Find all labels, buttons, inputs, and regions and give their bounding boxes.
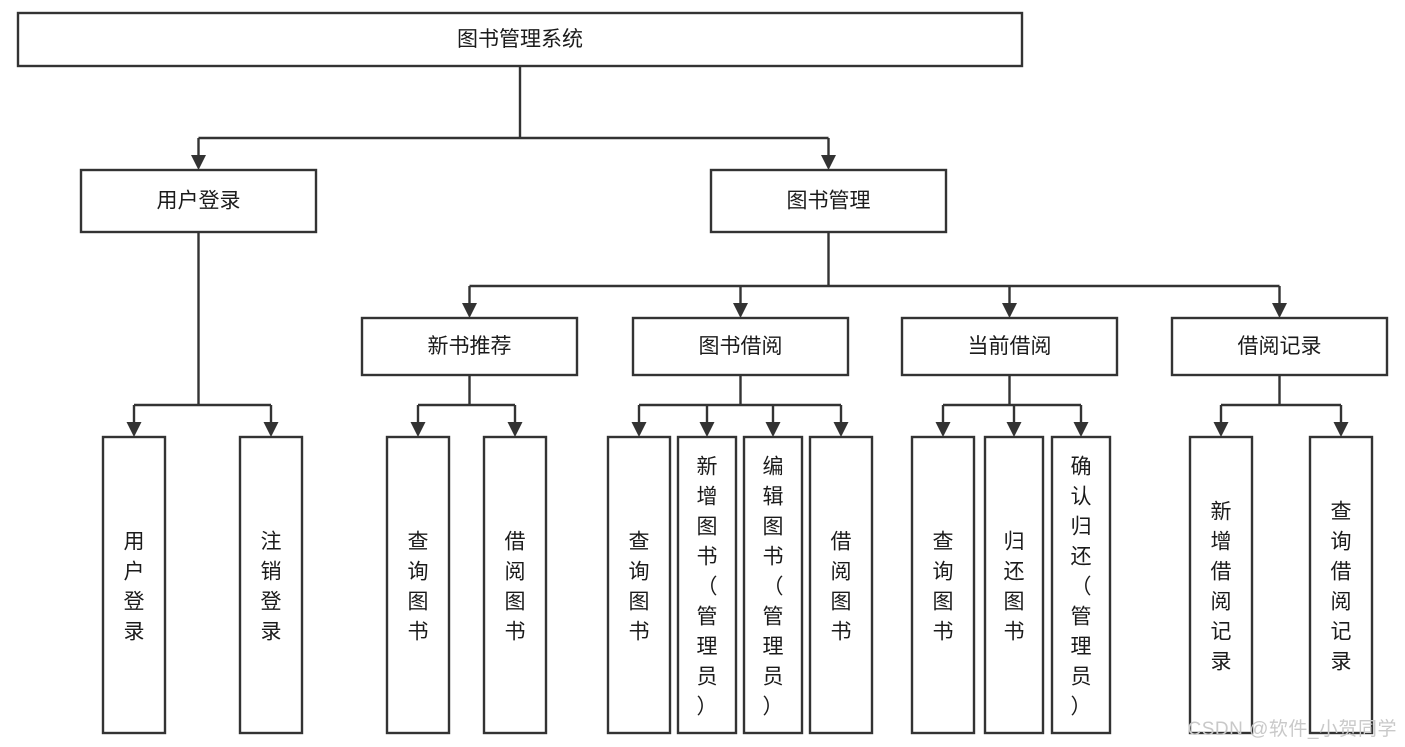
node-box-leaf-query-book-recommend [385,435,451,735]
node-label-current-borrow: 当前借阅 [968,335,1052,358]
arrow-head-icon [765,422,781,437]
node-box-user-login [79,168,318,234]
node-leaf-add-borrow-record[interactable]: 新增借阅记录 [1188,435,1254,735]
node-label-leaf-add-book: 新增图书（管理员） [697,455,718,718]
node-label-leaf-query-borrow-record: 查询借阅记录 [1331,500,1352,673]
node-leaf-return-book[interactable]: 归还图书 [983,435,1045,735]
node-box-leaf-query-book-borrow [606,435,672,735]
node-label-new-book-recommend: 新书推荐 [428,335,512,358]
node-label-leaf-borrow-book: 借阅图书 [831,530,852,643]
node-leaf-query-book-recommend[interactable]: 查询图书 [385,435,451,735]
node-box-leaf-edit-book [742,435,804,735]
node-box-new-book-recommend [360,316,579,377]
node-box-leaf-return-book [983,435,1045,735]
node-box-borrow-records [1170,316,1389,377]
node-box-current-borrow [900,316,1119,377]
node-leaf-add-book[interactable]: 新增图书（管理员） [676,435,738,735]
node-box-leaf-add-book [676,435,738,735]
node-label-leaf-borrow-book-recommend: 借阅图书 [505,530,526,643]
node-leaf-user-login[interactable]: 用户登录 [101,435,167,735]
node-label-book-borrow: 图书借阅 [699,335,783,358]
node-leaf-borrow-book-recommend[interactable]: 借阅图书 [482,435,548,735]
node-leaf-query-book-borrow[interactable]: 查询图书 [606,435,672,735]
node-book-borrow[interactable]: 图书借阅 [631,316,850,377]
node-box-leaf-user-login [101,435,167,735]
arrow-head-icon [733,303,748,318]
node-label-book-management: 图书管理 [787,190,871,213]
arrow-head-icon [821,155,836,170]
node-book-management[interactable]: 图书管理 [709,168,948,234]
arrow-head-icon [263,422,279,437]
node-label-leaf-query-book-borrow: 查询图书 [629,530,650,643]
node-leaf-query-borrow-record[interactable]: 查询借阅记录 [1308,435,1374,735]
arrow-head-icon [699,422,715,437]
node-box-book-borrow [631,316,850,377]
node-box-leaf-add-borrow-record [1188,435,1254,735]
node-leaf-query-book-current[interactable]: 查询图书 [910,435,976,735]
arrow-head-icon [507,422,523,437]
node-box-root [16,11,1024,68]
node-leaf-logout[interactable]: 注销登录 [238,435,304,735]
node-label-leaf-edit-book: 编辑图书（管理员） [763,455,784,718]
node-leaf-confirm-return[interactable]: 确认归还（管理员） [1050,435,1112,735]
arrow-head-icon [631,422,647,437]
arrow-head-icon [126,422,142,437]
watermark-text: CSDN @软件_小贺同学 [1187,719,1397,740]
node-box-leaf-logout [238,435,304,735]
node-label-borrow-records: 借阅记录 [1238,335,1322,358]
node-layer: 图书管理系统用户登录图书管理新书推荐图书借阅当前借阅借阅记录用户登录注销登录查询… [16,11,1389,735]
arrow-head-icon [833,422,849,437]
arrow-head-icon [935,422,951,437]
node-label-leaf-confirm-return: 确认归还（管理员） [1071,455,1092,718]
node-user-login[interactable]: 用户登录 [79,168,318,234]
arrow-head-icon [1272,303,1287,318]
node-label-leaf-logout: 注销登录 [261,530,282,643]
arrow-head-icon [191,155,206,170]
node-label-leaf-query-book-current: 查询图书 [933,530,954,643]
edge-layer [126,66,1349,437]
arrow-head-icon [1333,422,1349,437]
node-label-leaf-user-login: 用户登录 [124,530,145,643]
node-borrow-records[interactable]: 借阅记录 [1170,316,1389,377]
node-leaf-borrow-book[interactable]: 借阅图书 [808,435,874,735]
arrow-head-icon [462,303,477,318]
node-box-leaf-borrow-book-recommend [482,435,548,735]
arrow-head-icon [1006,422,1022,437]
arrow-head-icon [410,422,426,437]
node-label-leaf-query-book-recommend: 查询图书 [408,530,429,643]
node-box-leaf-confirm-return [1050,435,1112,735]
node-leaf-edit-book[interactable]: 编辑图书（管理员） [742,435,804,735]
arrow-head-icon [1002,303,1017,318]
node-root[interactable]: 图书管理系统 [16,11,1024,68]
node-label-leaf-add-borrow-record: 新增借阅记录 [1211,500,1232,673]
node-label-leaf-return-book: 归还图书 [1004,530,1025,643]
node-box-leaf-query-borrow-record [1308,435,1374,735]
node-current-borrow[interactable]: 当前借阅 [900,316,1119,377]
node-box-book-management [709,168,948,234]
arrow-head-icon [1213,422,1229,437]
node-box-leaf-borrow-book [808,435,874,735]
node-box-leaf-query-book-current [910,435,976,735]
node-label-root: 图书管理系统 [457,28,583,51]
arrow-head-icon [1073,422,1089,437]
node-label-user-login: 用户登录 [157,190,241,213]
node-new-book-recommend[interactable]: 新书推荐 [360,316,579,377]
